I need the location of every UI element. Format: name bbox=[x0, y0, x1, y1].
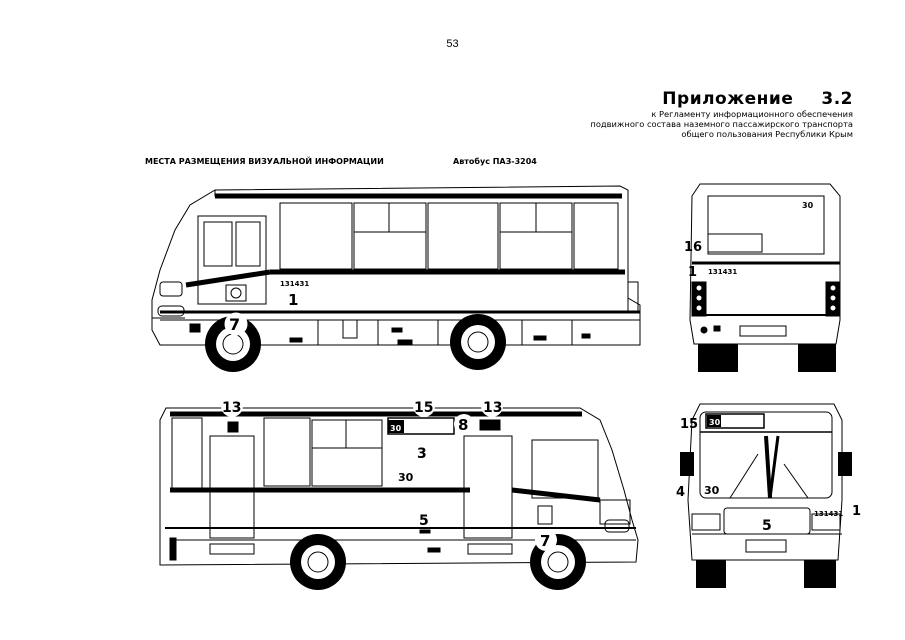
right-side-marker-5: 5 bbox=[419, 513, 429, 529]
right-side-marker-13-left: 13 bbox=[222, 400, 241, 416]
rear-right-wheel bbox=[798, 344, 836, 372]
page-number: 53 bbox=[446, 38, 459, 50]
appendix-title-word: Приложение bbox=[662, 89, 794, 109]
right-side-route-badge: 30 bbox=[390, 424, 402, 433]
front-marker-15: 15 bbox=[680, 417, 698, 432]
front-route-number: 30 bbox=[704, 484, 720, 497]
bus-left-wheels bbox=[205, 314, 506, 372]
right-side-marker-15: 15 bbox=[414, 400, 433, 416]
left-side-marker-7: 7 bbox=[229, 315, 240, 334]
front-plate: 131431 bbox=[814, 510, 843, 518]
bus-model: Автобус ПАЗ-3204 bbox=[453, 157, 537, 166]
right-side-route-number: 30 bbox=[398, 471, 414, 484]
section-title: МЕСТА РАЗМЕЩЕНИЯ ВИЗУАЛЬНОЙ ИНФОРМАЦИИ bbox=[145, 157, 384, 166]
front-marker-4: 4 bbox=[676, 485, 685, 500]
bus-rear-view bbox=[689, 183, 841, 345]
left-side-marker-1: 1 bbox=[288, 291, 298, 309]
appendix-title-number: 3.2 bbox=[821, 89, 853, 109]
front-marker-1: 1 bbox=[852, 504, 861, 519]
rear-left-wheel bbox=[698, 344, 738, 372]
bus-front-view bbox=[687, 403, 843, 561]
rear-marker-1: 1 bbox=[688, 265, 697, 280]
front-marker-5: 5 bbox=[762, 518, 772, 534]
rear-route-number: 30 bbox=[802, 201, 814, 210]
right-side-marker-7: 7 bbox=[540, 532, 550, 550]
right-side-marker-13-right: 13 bbox=[483, 400, 502, 416]
front-route-badge: 30 bbox=[709, 418, 721, 427]
front-right-wheel bbox=[804, 560, 836, 588]
front-right-mirror bbox=[838, 452, 852, 476]
appendix-title: Приложение 3.2 bbox=[590, 89, 853, 109]
rear-plate: 131431 bbox=[708, 268, 737, 276]
appendix-subtitle-line-1: к Регламенту информационного обеспечения bbox=[651, 109, 853, 119]
bus-right-wheels bbox=[290, 534, 586, 590]
right-side-marker-8: 8 bbox=[458, 416, 468, 434]
left-side-plate: 131431 bbox=[280, 280, 309, 288]
appendix-subtitle-line-3: общего пользования Республики Крым bbox=[681, 129, 853, 139]
front-route-badge-bg bbox=[707, 415, 721, 427]
appendix-subtitle-line-2: подвижного состава наземного пассажирско… bbox=[590, 119, 853, 129]
right-side-marker-3: 3 bbox=[417, 446, 427, 462]
front-left-wheel bbox=[696, 560, 726, 588]
front-left-mirror bbox=[680, 452, 694, 476]
bus-left-side-view bbox=[151, 185, 641, 346]
rear-marker-16: 16 bbox=[684, 240, 702, 255]
appendix-header: Приложение 3.2 к Регламенту информационно… bbox=[590, 89, 853, 139]
right-side-route-badge-bg bbox=[388, 420, 404, 433]
